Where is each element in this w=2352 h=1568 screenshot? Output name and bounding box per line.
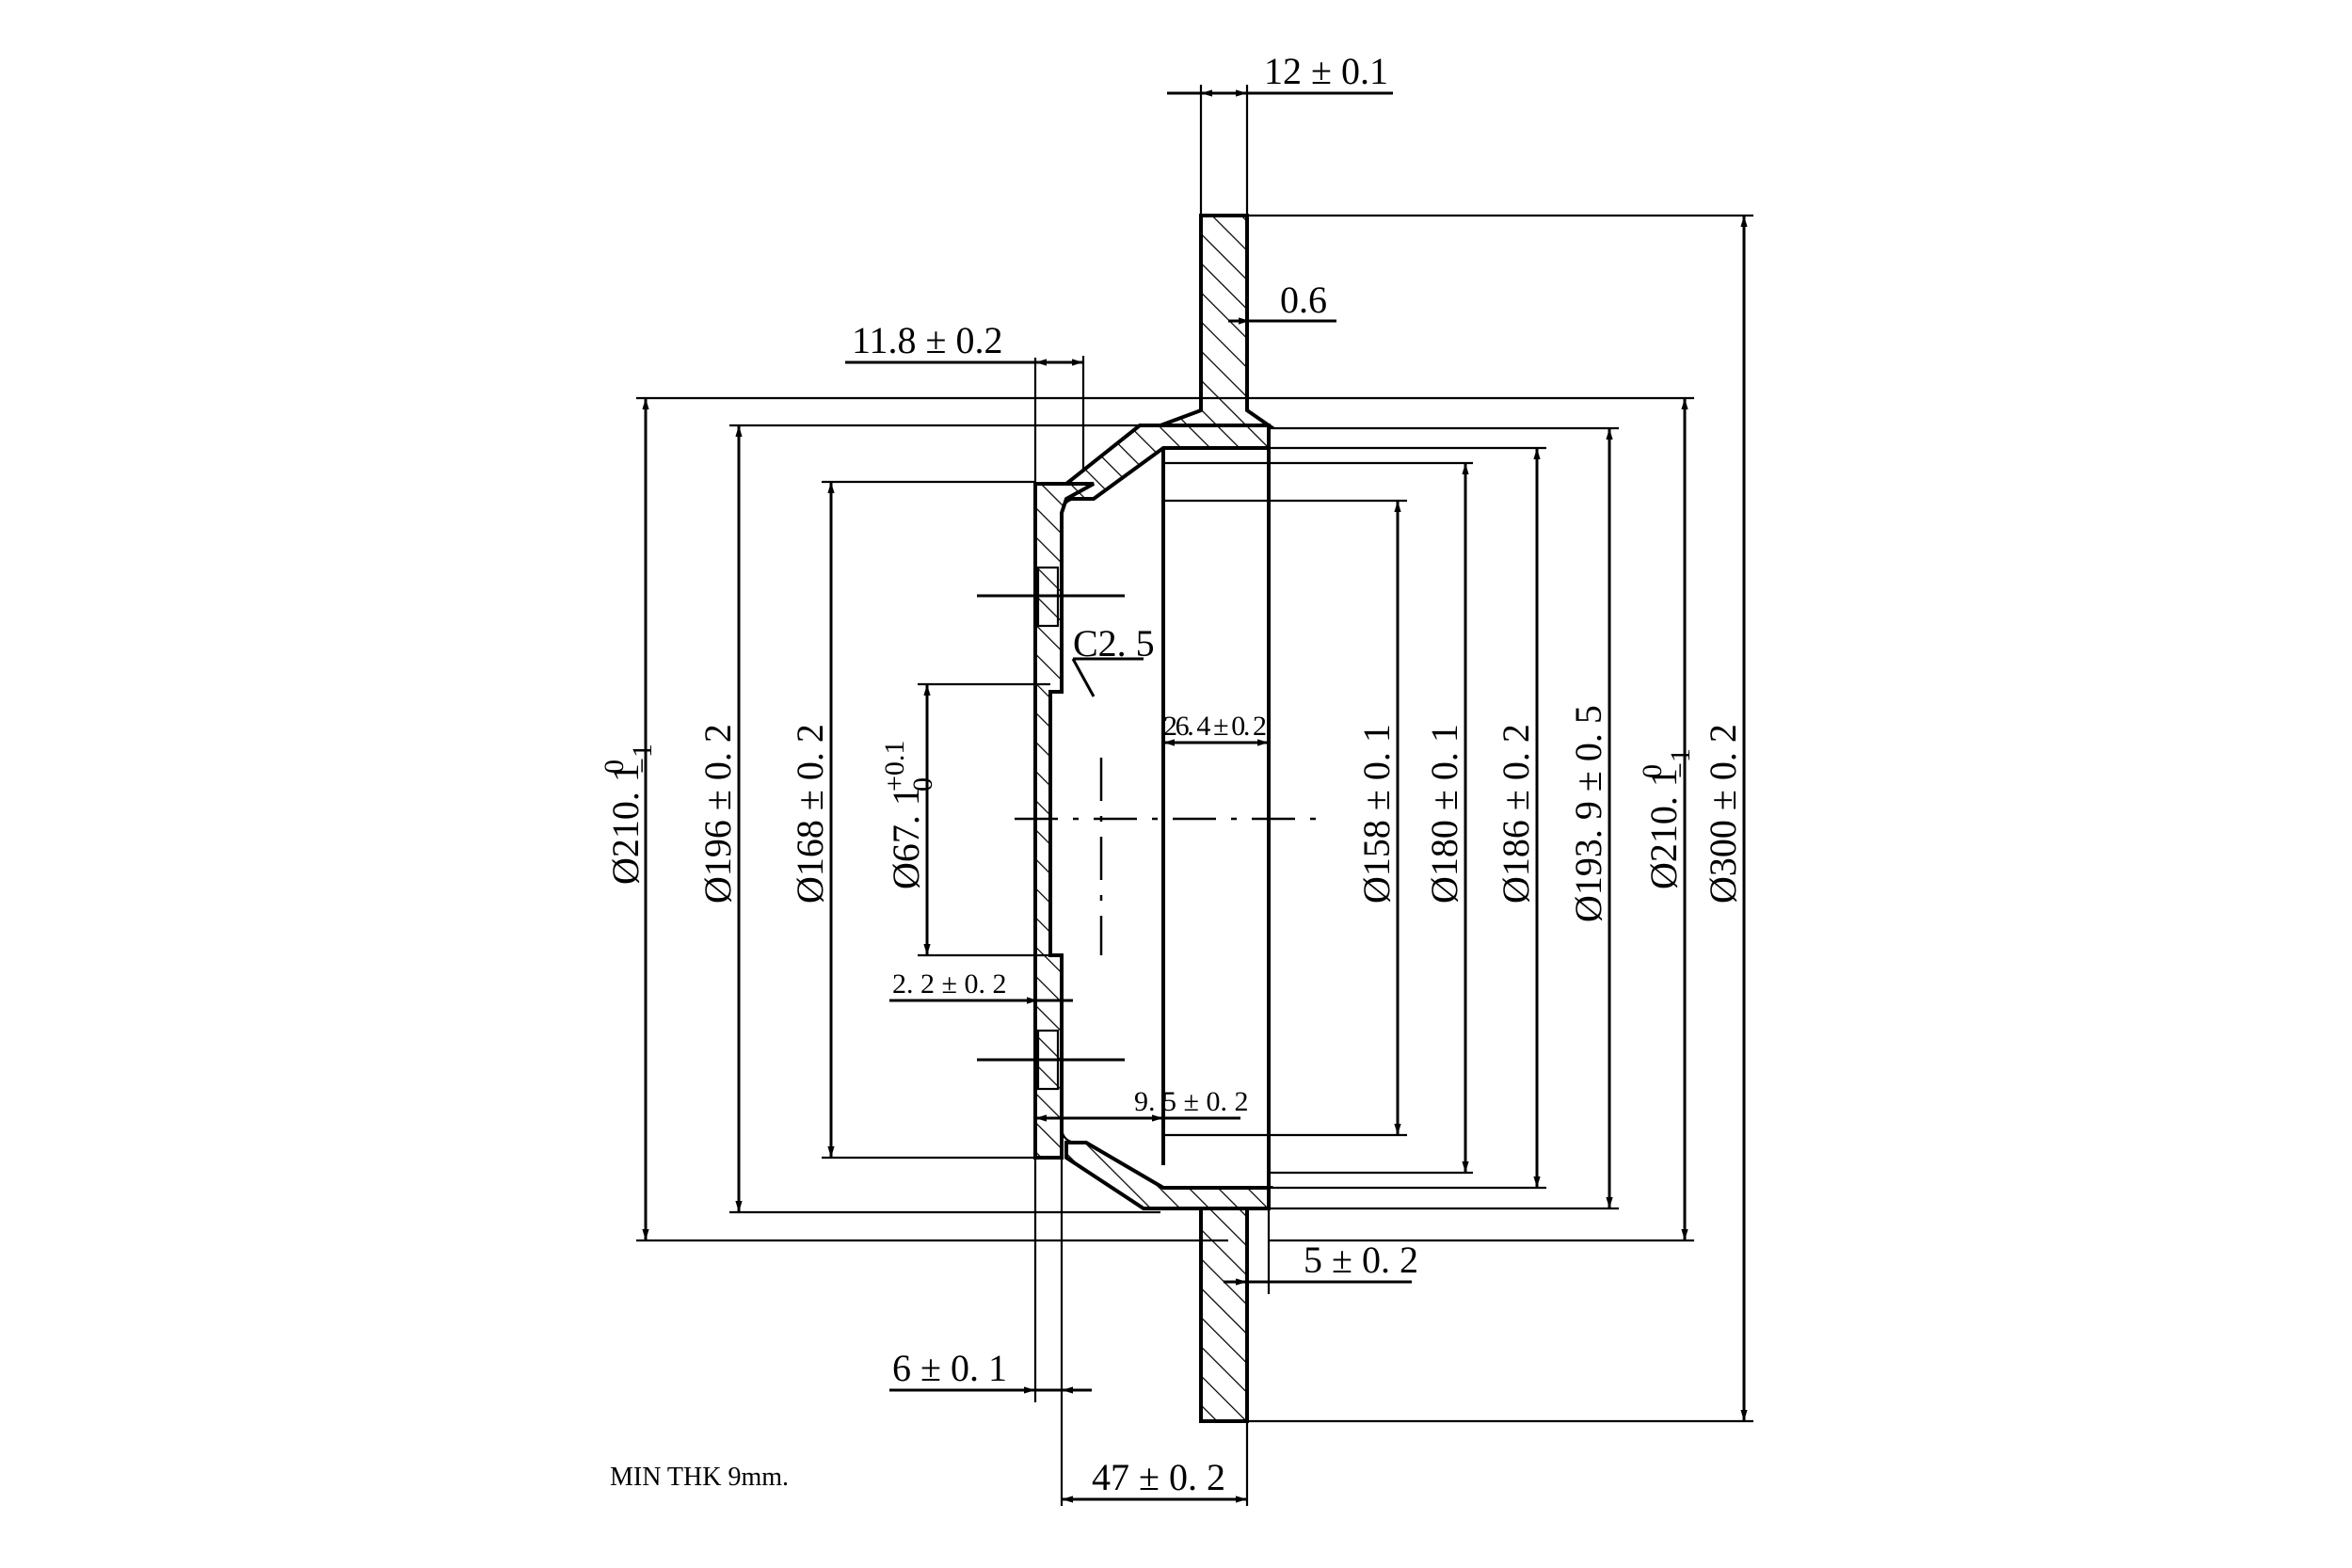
dim-d210-left: Ø210. 1 bbox=[604, 763, 647, 885]
diameter-dim-lines bbox=[642, 216, 1748, 1421]
dim-top-thickness: 12 ± 0.1 bbox=[1264, 50, 1388, 92]
axial-dim-lines bbox=[845, 89, 1412, 1503]
disc-cross-section bbox=[977, 214, 1275, 1423]
dim-flange-step: 5 ± 0. 2 bbox=[1304, 1239, 1418, 1281]
note-min-thickness: MIN THK 9mm. bbox=[610, 1463, 789, 1492]
dim-d210-right-tol-lower: −1 bbox=[1665, 748, 1696, 778]
braking-ring-bottom bbox=[1160, 1186, 1273, 1423]
dim-d67-tol-upper: +0.1 bbox=[879, 741, 910, 792]
dim-d210-right: Ø210. 1 bbox=[1642, 768, 1685, 889]
dim-d67: Ø67. 1 bbox=[885, 787, 927, 889]
dim-d186: Ø186 ± 0. 2 bbox=[1495, 724, 1537, 904]
dim-d168: Ø168 ± 0. 2 bbox=[789, 724, 831, 904]
right-diameter-labels: Ø158 ± 0. 1 Ø180 ± 0. 1 Ø186 ± 0. 2 Ø193… bbox=[1355, 705, 1744, 922]
dim-runout: 0.6 bbox=[1280, 279, 1327, 321]
hat-wall-bottom bbox=[1064, 1141, 1271, 1210]
dim-d158: Ø158 ± 0. 1 bbox=[1355, 724, 1398, 904]
dim-total-height: 47 ± 0. 2 bbox=[1092, 1456, 1225, 1498]
dim-hub-thickness: 6 ± 0. 1 bbox=[892, 1347, 1007, 1389]
dim-boss-depth: 9. 5 ± 0. 2 bbox=[1134, 1086, 1248, 1117]
dim-d210-left-tol-lower: −1 bbox=[627, 744, 658, 774]
extension-lines-left bbox=[636, 396, 1266, 1242]
dim-inner-depth: 26. 4 ± 0. 2 bbox=[1163, 711, 1267, 742]
left-diameter-labels: Ø210. 1 0 −1 Ø196 ± 0. 2 Ø168 ± 0. 2 Ø67… bbox=[599, 724, 938, 904]
hub-inner-edge bbox=[1060, 497, 1079, 514]
dim-d300: Ø300 ± 0. 2 bbox=[1702, 724, 1744, 904]
axial-extension-lines bbox=[1033, 85, 1271, 1506]
hub-inner-edge-bottom bbox=[1060, 1128, 1079, 1144]
dim-slot-depth: 2. 2 ± 0. 2 bbox=[892, 968, 1006, 1000]
extension-lines-right bbox=[1163, 214, 1753, 1423]
dim-d67-tol-lower: 0 bbox=[907, 777, 938, 792]
dim-d180: Ø180 ± 0. 1 bbox=[1423, 724, 1465, 904]
hub-face bbox=[1033, 482, 1095, 1160]
dim-chamfer: C2. 5 bbox=[1073, 622, 1155, 664]
dim-d193: Ø193. 9 ± 0. 5 bbox=[1567, 705, 1609, 922]
dim-d210-left-tol-upper: 0 bbox=[599, 760, 630, 774]
dim-d196: Ø196 ± 0. 2 bbox=[696, 724, 739, 904]
dim-hat-offset: 11.8 ± 0.2 bbox=[852, 319, 1002, 361]
dim-d210-right-tol-upper: 0 bbox=[1637, 764, 1668, 778]
